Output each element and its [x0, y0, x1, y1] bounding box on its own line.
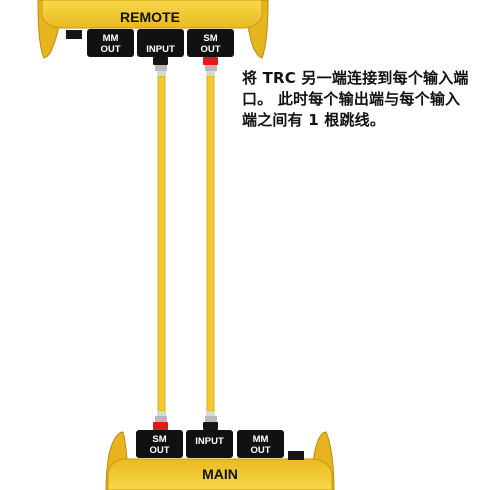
- connector-red-bottom: [153, 422, 168, 430]
- svg-text:OUT: OUT: [100, 44, 120, 55]
- main-side-latch: [288, 451, 304, 460]
- jumper-cable-sm-out-to-input: [203, 57, 218, 430]
- connector-black-bottom: [203, 422, 218, 430]
- remote-title: REMOTE: [120, 9, 180, 25]
- main-body: [107, 458, 333, 490]
- main-port-input[interactable]: INPUT: [186, 430, 233, 458]
- main-port-mm-out[interactable]: MM OUT: [237, 430, 284, 458]
- svg-text:OUT: OUT: [250, 445, 270, 456]
- svg-text:INPUT: INPUT: [146, 44, 175, 55]
- main-title: MAIN: [202, 466, 238, 482]
- connector-red-top: [203, 57, 218, 65]
- instruction-text: 将 TRC 另一端连接到每个输入端口。 此时每个输出端与每个输入端之间有 1 根…: [242, 69, 469, 129]
- remote-side-latch: [66, 30, 82, 39]
- cable-right: [206, 75, 215, 412]
- connector-black-top: [153, 57, 168, 65]
- remote-port-input[interactable]: INPUT: [137, 29, 184, 57]
- svg-text:MM: MM: [253, 434, 269, 445]
- boot-gray-bottom: [155, 416, 167, 422]
- jumper-cable-input-to-sm-out: [153, 57, 168, 430]
- boot-gray-top: [155, 65, 167, 71]
- remote-port-mm-out[interactable]: MM OUT: [87, 29, 134, 57]
- remote-body: [41, 0, 263, 29]
- main-unit: MAIN SM OUT INPUT MM OUT: [105, 430, 335, 490]
- svg-text:OUT: OUT: [149, 445, 169, 456]
- svg-text:INPUT: INPUT: [195, 436, 224, 447]
- remote-port-sm-out[interactable]: SM OUT: [187, 29, 234, 57]
- boot-gray-top: [205, 65, 217, 71]
- svg-text:SM: SM: [203, 33, 217, 44]
- svg-text:MM: MM: [103, 33, 119, 44]
- main-port-sm-out[interactable]: SM OUT: [136, 430, 183, 458]
- boot-gray-bottom: [205, 416, 217, 422]
- cable-left: [157, 75, 166, 412]
- remote-unit: REMOTE MM OUT INPUT SM OUT: [37, 0, 269, 59]
- svg-text:SM: SM: [152, 434, 166, 445]
- svg-text:OUT: OUT: [200, 44, 220, 55]
